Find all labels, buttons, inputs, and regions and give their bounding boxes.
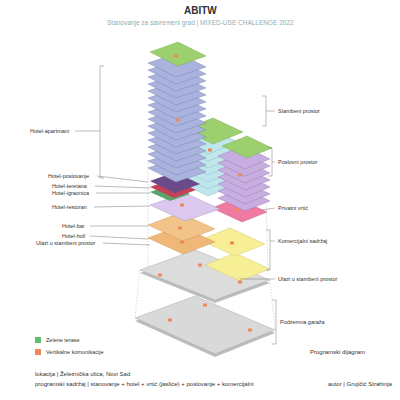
program-label: Stambeni prostor bbox=[278, 108, 320, 114]
subtitle: Stanovanje za savremeni grad | MIXED-USE… bbox=[107, 19, 294, 26]
legend-swatch bbox=[35, 337, 41, 343]
legend-text: Vertikalne komunikacije bbox=[46, 349, 103, 355]
program-label: Poslovni prostor bbox=[278, 159, 317, 165]
program-label: Ulazi u stambeni prostor bbox=[36, 240, 95, 246]
program-label: lokacija | Železnička ulica, Novi Sad bbox=[35, 371, 130, 378]
program-label: Podzemna garaža bbox=[280, 319, 325, 325]
program-label: Ulazi u stambeni prostor bbox=[278, 276, 337, 282]
program-label: Hotel-teretana bbox=[52, 183, 87, 189]
legend-text: Zelene terase bbox=[46, 337, 80, 343]
program-label: programski sadržaj | stanovanje + hotel … bbox=[35, 381, 254, 388]
program-label: Hotel-apartmani bbox=[30, 128, 69, 134]
program-label: Privatni vrtić bbox=[278, 205, 308, 211]
program-label: autor | Grujičić Strahinja bbox=[328, 381, 392, 388]
legend-swatch bbox=[35, 349, 41, 355]
program-label: Hotel-poslovanje bbox=[48, 173, 89, 179]
diagram-title: ABITW bbox=[184, 5, 217, 17]
program-label: Hotel-bar bbox=[62, 223, 85, 229]
program-label: Programski dijagram bbox=[310, 349, 365, 356]
program-label: Komercijalni sadržaj bbox=[278, 238, 327, 244]
program-label: Hotel-holl bbox=[62, 233, 85, 239]
program-label: Hotel-restoran bbox=[52, 204, 87, 210]
program-label: Hotel-igraonica bbox=[52, 190, 89, 196]
